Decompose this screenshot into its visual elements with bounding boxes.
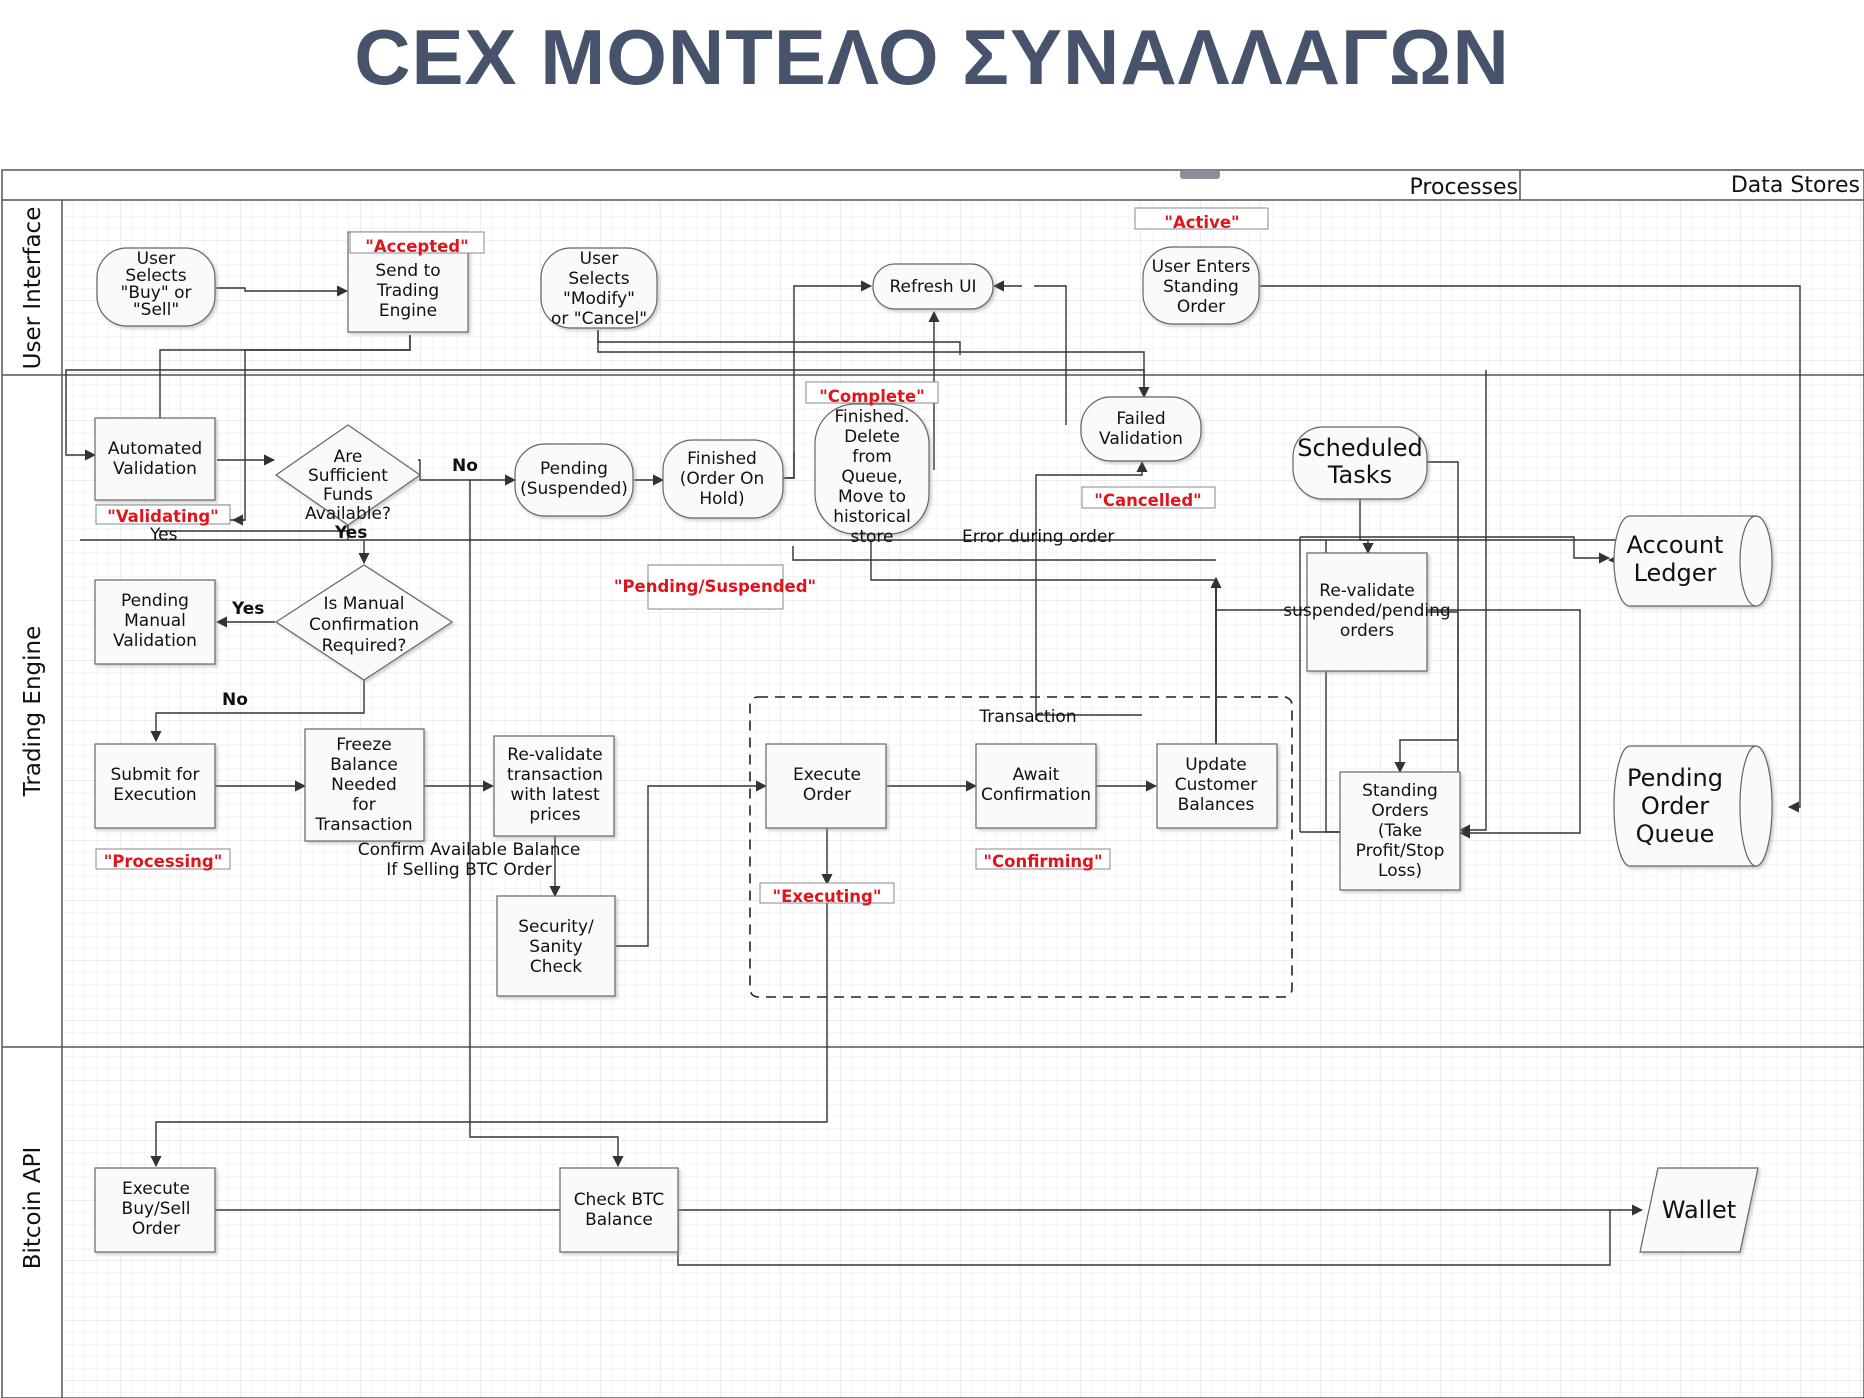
await-confirmation-box[interactable]	[975, 743, 1097, 829]
status-active-tag	[1134, 207, 1269, 230]
submit-for-execution-box[interactable]	[94, 743, 216, 829]
status-validating-tag	[95, 504, 231, 525]
check-btc-balance-box[interactable]	[559, 1167, 679, 1253]
status-executing-tag	[759, 882, 895, 904]
status-cancelled-tag	[1081, 486, 1216, 509]
status-pending-suspended-tag	[647, 564, 784, 610]
transaction-group	[749, 696, 1293, 998]
pending-suspended-node[interactable]	[514, 443, 634, 517]
status-complete: "Complete"	[819, 387, 925, 406]
edge-label-no-manual: No	[222, 690, 248, 710]
edge-label-no-funds: No	[452, 456, 478, 476]
finished-hold-node[interactable]	[662, 439, 784, 519]
header-processes: Processes	[1410, 175, 1518, 200]
user-buy-sell-node[interactable]	[96, 247, 216, 327]
status-accepted-tag	[349, 231, 485, 254]
execute-order-box[interactable]	[765, 743, 887, 829]
status-validating: "Validating"	[107, 507, 219, 526]
revalidate-suspended-box[interactable]	[1306, 552, 1428, 672]
status-cancelled: "Cancelled"	[1094, 491, 1201, 510]
swimlane-frame	[1, 169, 1864, 1398]
status-executing: "Executing"	[773, 887, 882, 906]
lane-user-interface: User Interface	[20, 207, 46, 370]
header-data-stores: Data Stores	[1731, 173, 1860, 198]
scheduled-tasks-node[interactable]	[1292, 426, 1428, 500]
lane-trading-engine: Trading Engine	[20, 626, 46, 798]
transaction-group-label: Transaction	[978, 707, 1076, 727]
standing-orders-box[interactable]	[1339, 771, 1461, 891]
status-processing: "Processing"	[104, 852, 223, 871]
edge-label-yes-funds: Yes	[334, 523, 367, 543]
scroll-handle[interactable]	[1180, 170, 1220, 179]
user-modify-node[interactable]	[540, 247, 658, 329]
status-tags	[95, 207, 1269, 904]
pending-manual-validation-box[interactable]	[94, 579, 216, 665]
edge-label-confirm-balance-1: Confirm Available Balance	[358, 840, 581, 860]
standing-order-node[interactable]	[1142, 246, 1260, 325]
edge-label-confirm-balance-2: If Selling BTC Order	[386, 860, 551, 880]
manual-confirmation-decision[interactable]	[274, 564, 454, 681]
status-active: "Active"	[1164, 213, 1239, 232]
edge-label-yes-validation: Yes	[149, 525, 178, 545]
refresh-ui-node[interactable]	[872, 263, 994, 310]
data-stores	[1613, 515, 1773, 1253]
security-check-box[interactable]	[496, 895, 616, 997]
decision-shapes	[274, 424, 454, 681]
status-pending-suspended: "Pending/Suspended"	[614, 577, 816, 596]
failed-validation-node[interactable]	[1080, 396, 1202, 462]
update-balances-box[interactable]	[1156, 743, 1278, 829]
wallet-store[interactable]	[1639, 1167, 1759, 1253]
automated-validation-box[interactable]	[94, 417, 216, 501]
status-accepted: "Accepted"	[365, 237, 468, 256]
refresh-ui-label: Refresh UI	[889, 277, 976, 297]
terminal-shapes	[96, 246, 1428, 535]
freeze-balance-box[interactable]	[304, 728, 425, 842]
revalidate-prices-box[interactable]	[493, 735, 615, 837]
pending-suspended-label: Pending(Suspended)	[520, 459, 628, 499]
edge-label-error-during-order: Error during order	[962, 527, 1114, 547]
finished-delete-node[interactable]	[814, 403, 930, 535]
status-processing-tag	[95, 848, 231, 870]
wallet-label: Wallet	[1662, 1196, 1736, 1224]
status-confirming-tag	[975, 848, 1111, 870]
page-title: CEX ΜΟΝΤΕΛΟ ΣΥΝΑΛΛΑΓΩΝ	[354, 13, 1510, 101]
edge-label-yes-manual: Yes	[231, 599, 264, 619]
sufficient-funds-decision[interactable]	[274, 424, 422, 526]
status-complete-tag	[805, 381, 939, 404]
execute-buy-sell-box[interactable]	[94, 1167, 216, 1253]
status-confirming: "Confirming"	[983, 852, 1102, 871]
lane-bitcoin-api: Bitcoin API	[20, 1147, 46, 1270]
